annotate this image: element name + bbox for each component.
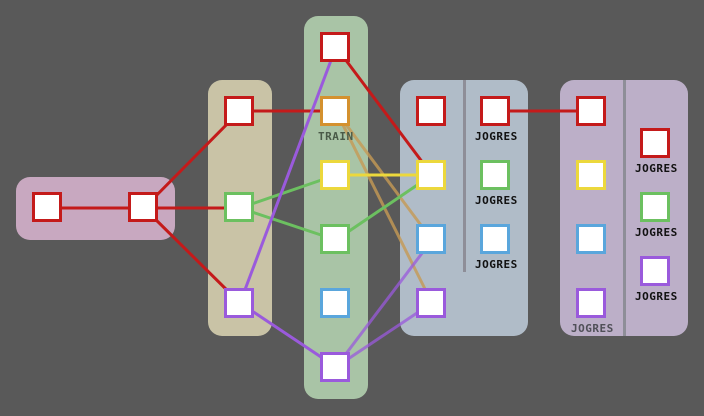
node-stage4-jogres-green[interactable] (480, 160, 510, 190)
node-stage1-egg[interactable] (32, 192, 62, 222)
node-stage4-red[interactable] (416, 96, 446, 126)
edge-b-c1 (142, 109, 242, 210)
node-stage5-jogres-green[interactable] (640, 192, 670, 222)
stage-panel-3 (304, 16, 368, 399)
node-stage3-orange-train[interactable] (320, 96, 350, 126)
edge-d-top-e (334, 46, 434, 176)
edge-c3-d-top (238, 46, 338, 304)
jogres-label-stage4-blue: JOGRES (475, 258, 518, 271)
node-stage2-green[interactable] (224, 192, 254, 222)
jogres-label-stage5-purple-right: JOGRES (635, 290, 678, 303)
node-stage3-green[interactable] (320, 224, 350, 254)
jogres-label-stage4-green: JOGRES (475, 194, 518, 207)
node-stage3-purple[interactable] (320, 352, 350, 382)
node-stage4-blue[interactable] (416, 224, 446, 254)
jogres-label-stage5-red: JOGRES (635, 162, 678, 175)
node-stage1-baby[interactable] (128, 192, 158, 222)
node-stage5-purple[interactable] (576, 288, 606, 318)
node-stage5-yellow[interactable] (576, 160, 606, 190)
node-stage5-blue[interactable] (576, 224, 606, 254)
node-stage3-red[interactable] (320, 32, 350, 62)
jogres-label-stage5-green: JOGRES (635, 226, 678, 239)
edge-d-bottom-e1 (334, 239, 434, 368)
node-stage2-purple[interactable] (224, 288, 254, 318)
train-label: TRAIN (318, 130, 354, 143)
node-stage5-jogres-purple[interactable] (640, 256, 670, 286)
node-stage5-red[interactable] (576, 96, 606, 126)
edge-b-c3 (142, 206, 242, 305)
node-stage2-red[interactable] (224, 96, 254, 126)
panel-4-divider (463, 80, 466, 272)
node-stage4-jogres-blue[interactable] (480, 224, 510, 254)
node-stage4-yellow[interactable] (416, 160, 446, 190)
jogres-label-stage4-red: JOGRES (475, 130, 518, 143)
node-stage3-blue[interactable] (320, 288, 350, 318)
node-stage4-jogres-red[interactable] (480, 96, 510, 126)
jogres-label-stage5-purple: JOGRES (571, 322, 614, 335)
node-stage3-yellow[interactable] (320, 160, 350, 190)
node-stage4-purple[interactable] (416, 288, 446, 318)
panel-5-divider (623, 80, 626, 336)
node-stage5-jogres-red[interactable] (640, 128, 670, 158)
